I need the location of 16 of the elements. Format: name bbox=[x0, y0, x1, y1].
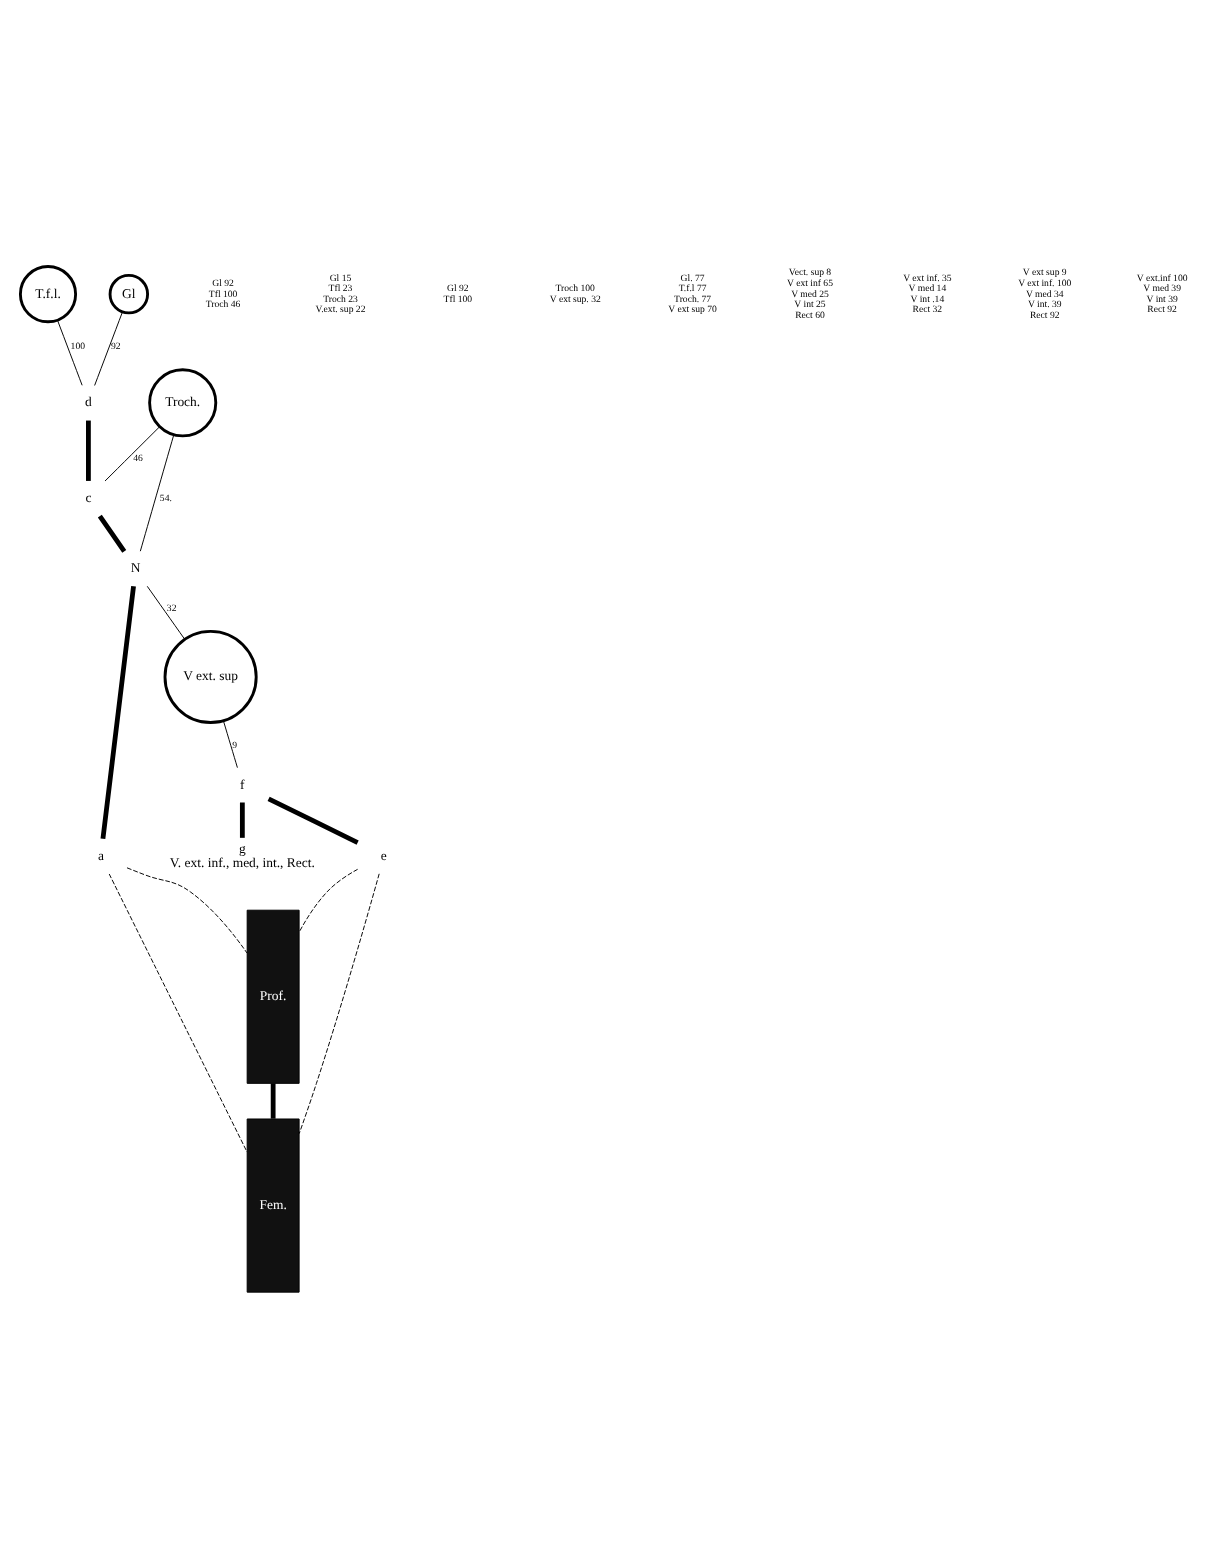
connector bbox=[57, 318, 83, 385]
connector bbox=[100, 585, 136, 838]
connector bbox=[139, 433, 175, 551]
connector bbox=[94, 310, 123, 385]
connector bbox=[298, 867, 359, 932]
connector bbox=[86, 419, 91, 480]
connector bbox=[146, 584, 186, 639]
connector bbox=[239, 801, 245, 837]
connector bbox=[298, 872, 380, 1134]
connector bbox=[270, 1082, 276, 1118]
connector bbox=[108, 872, 248, 1152]
connector bbox=[222, 719, 238, 768]
connector bbox=[97, 513, 127, 552]
connector bbox=[267, 795, 359, 844]
connector bbox=[126, 866, 248, 953]
connector bbox=[104, 425, 161, 481]
